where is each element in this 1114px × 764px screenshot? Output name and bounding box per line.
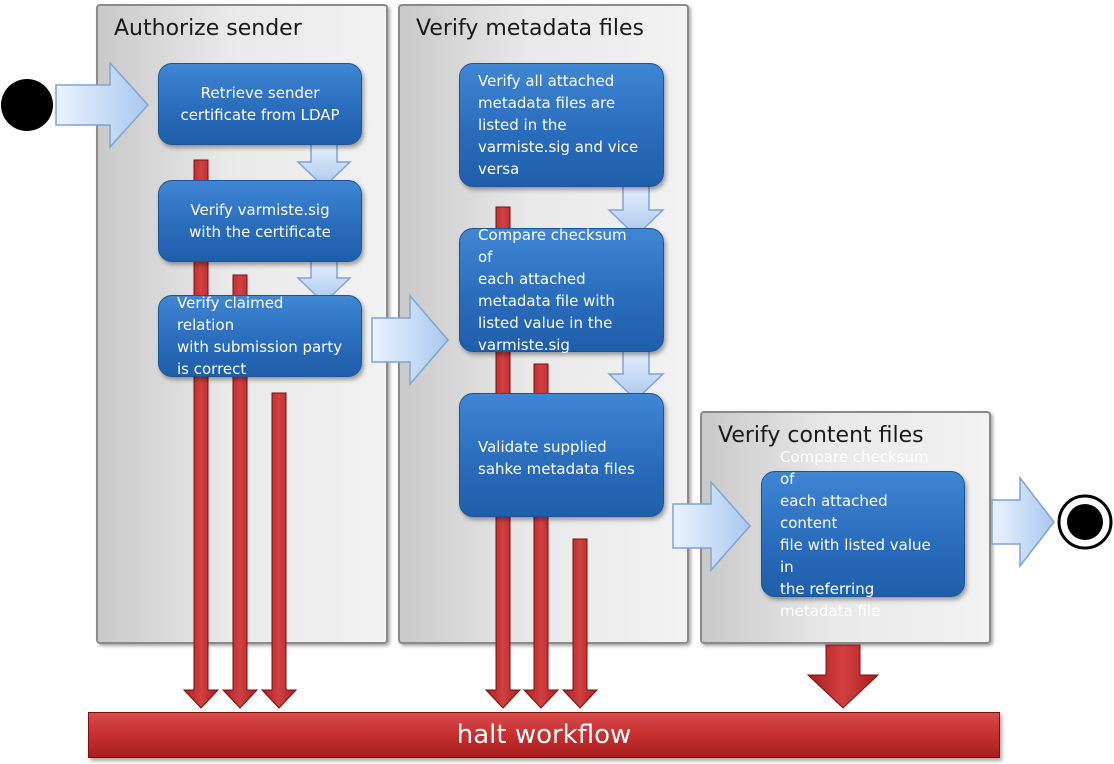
step-retrieve-certificate: Retrieve sender certificate from LDAP — [158, 63, 362, 145]
start-node — [1, 79, 53, 131]
step-compare-content-checksum: Compare checksum of each attached conten… — [761, 448, 965, 620]
step-label: Validate supplied sahke metadata files — [478, 438, 635, 478]
step-verify-claimed-relation: Verify claimed relation with submission … — [158, 294, 362, 378]
halt-workflow-label: halt workflow — [456, 720, 632, 750]
halt-arrow — [260, 392, 298, 709]
step-label: Compare checksum of each attached conten… — [780, 448, 931, 620]
step-label: Compare checksum of each attached metada… — [478, 226, 627, 354]
step-validate-sahke-metadata: Validate supplied sahke metadata files — [459, 393, 664, 517]
flow-arrow — [672, 480, 752, 572]
step-verify-listed-metadata: Verify all attached metadata files are l… — [459, 63, 664, 187]
flow-arrow — [55, 61, 150, 149]
flow-arrow — [296, 141, 352, 189]
end-node — [1057, 494, 1113, 550]
step-label: Retrieve sender certificate from LDAP — [180, 84, 340, 124]
step-verify-varmiste-sig: Verify varmiste.sig with the certificate — [158, 180, 362, 262]
step-label: Verify all attached metadata files are l… — [478, 72, 639, 178]
step-compare-metadata-checksum: Compare checksum of each attached metada… — [459, 226, 664, 354]
lane-title: Authorize sender — [114, 16, 302, 41]
flow-arrow — [371, 293, 449, 387]
flow-arrow — [991, 475, 1055, 569]
step-label: Verify claimed relation with submission … — [177, 294, 343, 378]
halt-workflow-bar: halt workflow — [88, 712, 1000, 758]
step-label: Verify varmiste.sig with the certificate — [189, 201, 331, 241]
lane-title: Verify content files — [718, 423, 924, 448]
lane-title: Verify metadata files — [416, 16, 644, 41]
halt-arrow — [561, 538, 599, 709]
halt-arrow — [806, 644, 880, 709]
